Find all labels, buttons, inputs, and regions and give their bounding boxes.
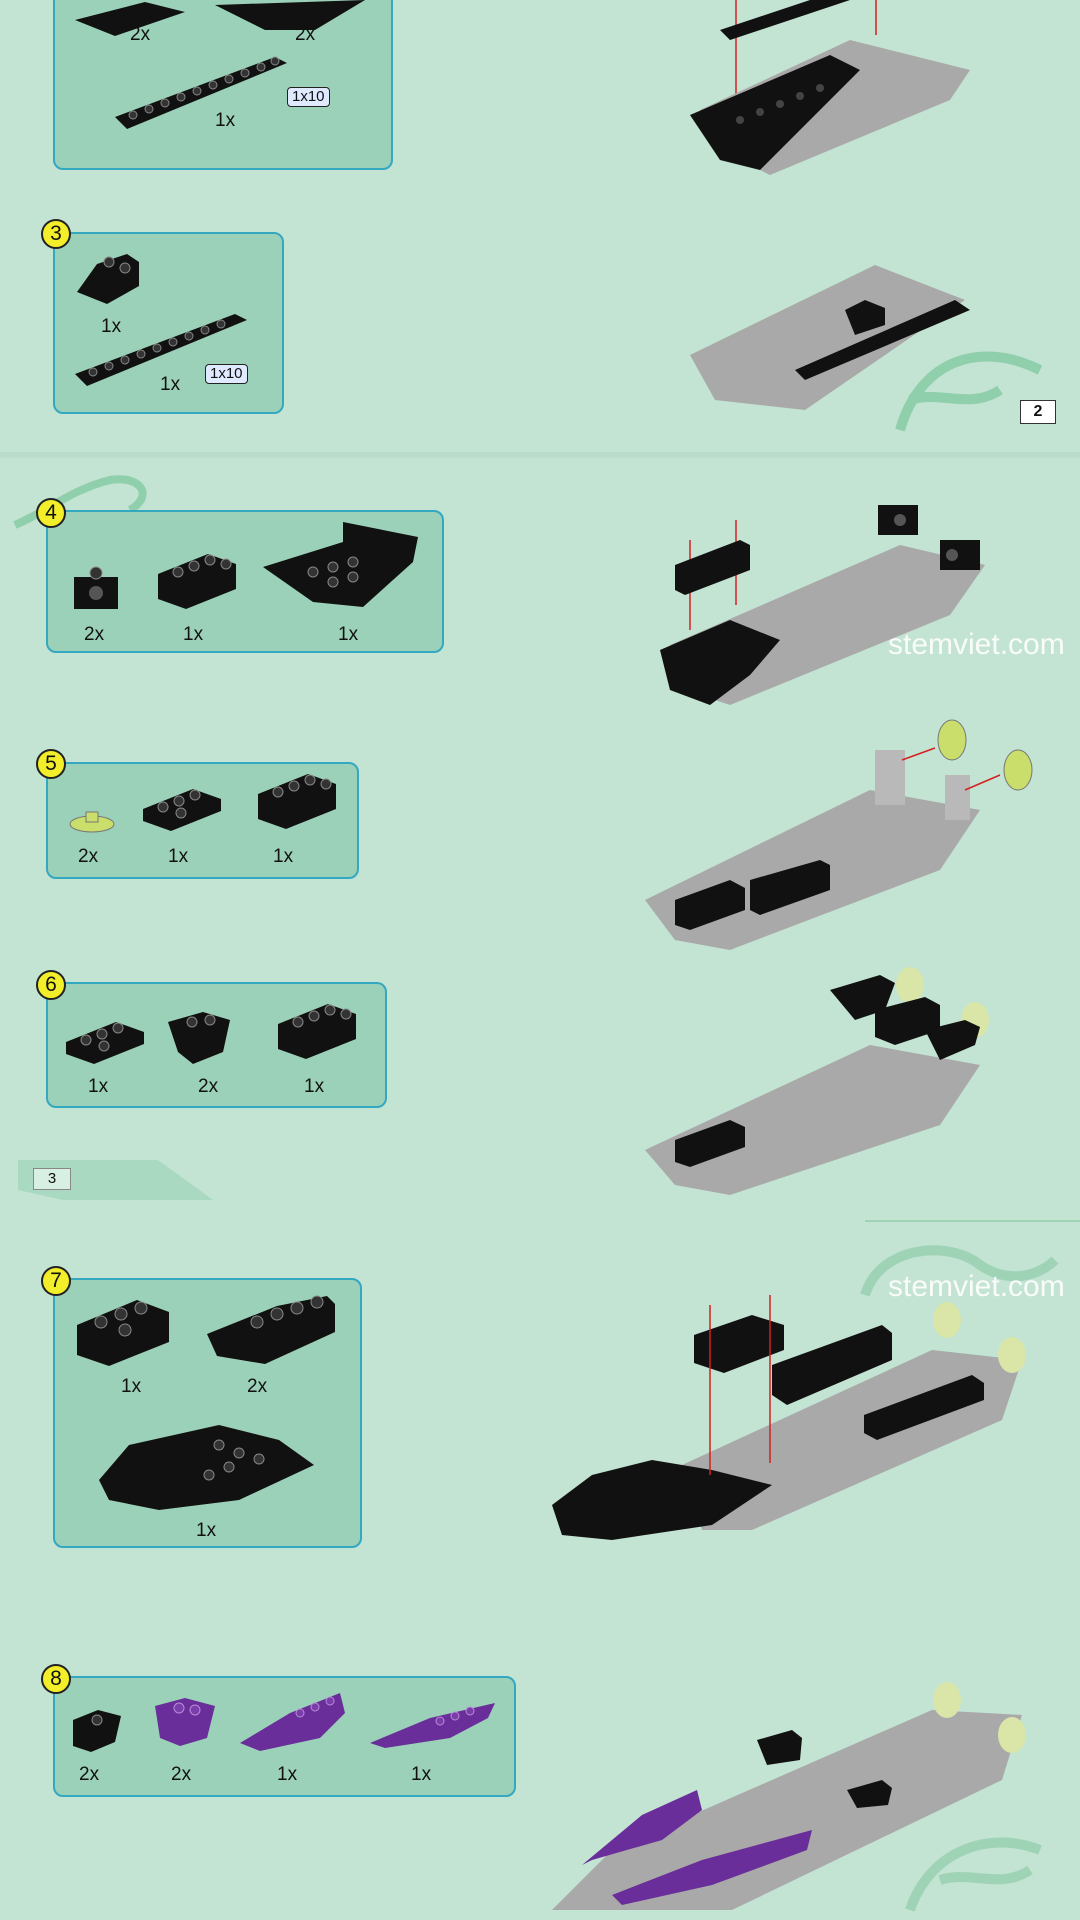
part-qty: 1x bbox=[168, 846, 189, 867]
step-number-8: 8 bbox=[41, 1664, 71, 1694]
part-qty: 2x bbox=[130, 24, 151, 45]
black-brick-2x4-icon bbox=[158, 554, 236, 609]
part-qty: 1x bbox=[338, 624, 359, 645]
black-boat-stern-icon bbox=[263, 522, 418, 607]
cloud-ornament-icon bbox=[860, 1245, 1059, 1297]
size-tag: 1x10 bbox=[205, 364, 248, 384]
purple-slope-icon bbox=[155, 1698, 215, 1746]
boat-hull-model-step-2 bbox=[690, 0, 970, 175]
step-number-6: 6 bbox=[36, 970, 66, 1000]
part-qty: 2x bbox=[295, 24, 316, 45]
part-qty: 1x bbox=[160, 374, 181, 395]
dragon-ornament-icon bbox=[905, 1837, 1042, 1912]
part-qty: 2x bbox=[84, 624, 105, 645]
lime-cone-dish-icon bbox=[69, 811, 115, 833]
black-sloped-brick-2x6-icon bbox=[207, 1295, 335, 1364]
step-number-5: 5 bbox=[36, 749, 66, 779]
black-brick-2x4-icon bbox=[258, 774, 336, 829]
black-plate-2x4-icon bbox=[143, 789, 221, 831]
boat-hull-model-step-5 bbox=[645, 719, 1033, 950]
page-rule bbox=[865, 1220, 1080, 1222]
part-qty: 2x bbox=[247, 1376, 268, 1397]
boat-hull-model-step-4 bbox=[660, 505, 985, 705]
size-tag: 1x10 bbox=[287, 87, 330, 107]
black-boat-bow-icon bbox=[99, 1425, 314, 1510]
part-qty: 1x bbox=[88, 1076, 109, 1097]
parts-box-step-5: 2x 1x 1x bbox=[46, 762, 359, 879]
part-qty: 1x bbox=[277, 1764, 298, 1785]
black-technic-brick-icon bbox=[74, 566, 118, 609]
parts-box-step-8: 2x 2x 1x 1x bbox=[53, 1676, 516, 1797]
watermark: stemviet.com bbox=[888, 1270, 1065, 1303]
page-divider-band bbox=[0, 452, 1080, 458]
part-qty: 2x bbox=[78, 846, 99, 867]
black-brick-2x4-icon bbox=[77, 1300, 169, 1366]
part-qty: 1x bbox=[411, 1764, 432, 1785]
watermark: stemviet.com bbox=[888, 628, 1065, 661]
part-qty: 1x bbox=[121, 1376, 142, 1397]
boat-hull-model-step-7 bbox=[552, 1295, 1026, 1540]
parts-box-step-6: 1x 2x 1x bbox=[46, 982, 387, 1108]
black-slope-piece-icon bbox=[75, 2, 185, 36]
parts-box-step-2: 2x 2x 1x10 1x bbox=[53, 0, 393, 170]
part-qty: 1x bbox=[304, 1076, 325, 1097]
boat-hull-model-step-6 bbox=[645, 967, 989, 1195]
black-small-slope-icon bbox=[73, 1710, 121, 1752]
parts-box-step-7: 1x 2x 1x bbox=[53, 1278, 362, 1548]
black-slope-brick-icon bbox=[77, 254, 139, 304]
part-qty: 1x bbox=[183, 624, 204, 645]
black-brick-2x4-icon bbox=[278, 1004, 356, 1059]
part-qty: 2x bbox=[171, 1764, 192, 1785]
black-plate-1x10-icon bbox=[115, 56, 287, 129]
black-wedge-plate-icon bbox=[215, 0, 365, 30]
parts-box-step-4: 2x 1x 1x bbox=[46, 510, 444, 653]
step-number-4: 4 bbox=[36, 498, 66, 528]
parts-box-step-3: 1x 1x10 1x bbox=[53, 232, 284, 414]
purple-wedge-left-icon bbox=[240, 1693, 345, 1751]
black-inverted-slope-icon bbox=[168, 1012, 230, 1064]
part-qty: 1x bbox=[101, 316, 122, 337]
part-qty: 2x bbox=[79, 1764, 100, 1785]
black-plate-1x10-icon bbox=[75, 314, 247, 386]
boat-hull-model-step-3 bbox=[690, 265, 970, 410]
purple-wedge-right-icon bbox=[370, 1703, 495, 1748]
boat-hull-model-step-8 bbox=[552, 1682, 1026, 1910]
page-number: 2 bbox=[1020, 400, 1056, 424]
page-number: 3 bbox=[33, 1168, 71, 1190]
black-plate-2x4-icon bbox=[66, 1022, 144, 1064]
part-qty: 1x bbox=[196, 1520, 217, 1541]
step-number-7: 7 bbox=[41, 1266, 71, 1296]
part-qty: 2x bbox=[198, 1076, 219, 1097]
part-qty: 1x bbox=[215, 110, 236, 131]
step-number-3: 3 bbox=[41, 219, 71, 249]
dragon-ornament-icon bbox=[895, 351, 1043, 432]
part-qty: 1x bbox=[273, 846, 294, 867]
